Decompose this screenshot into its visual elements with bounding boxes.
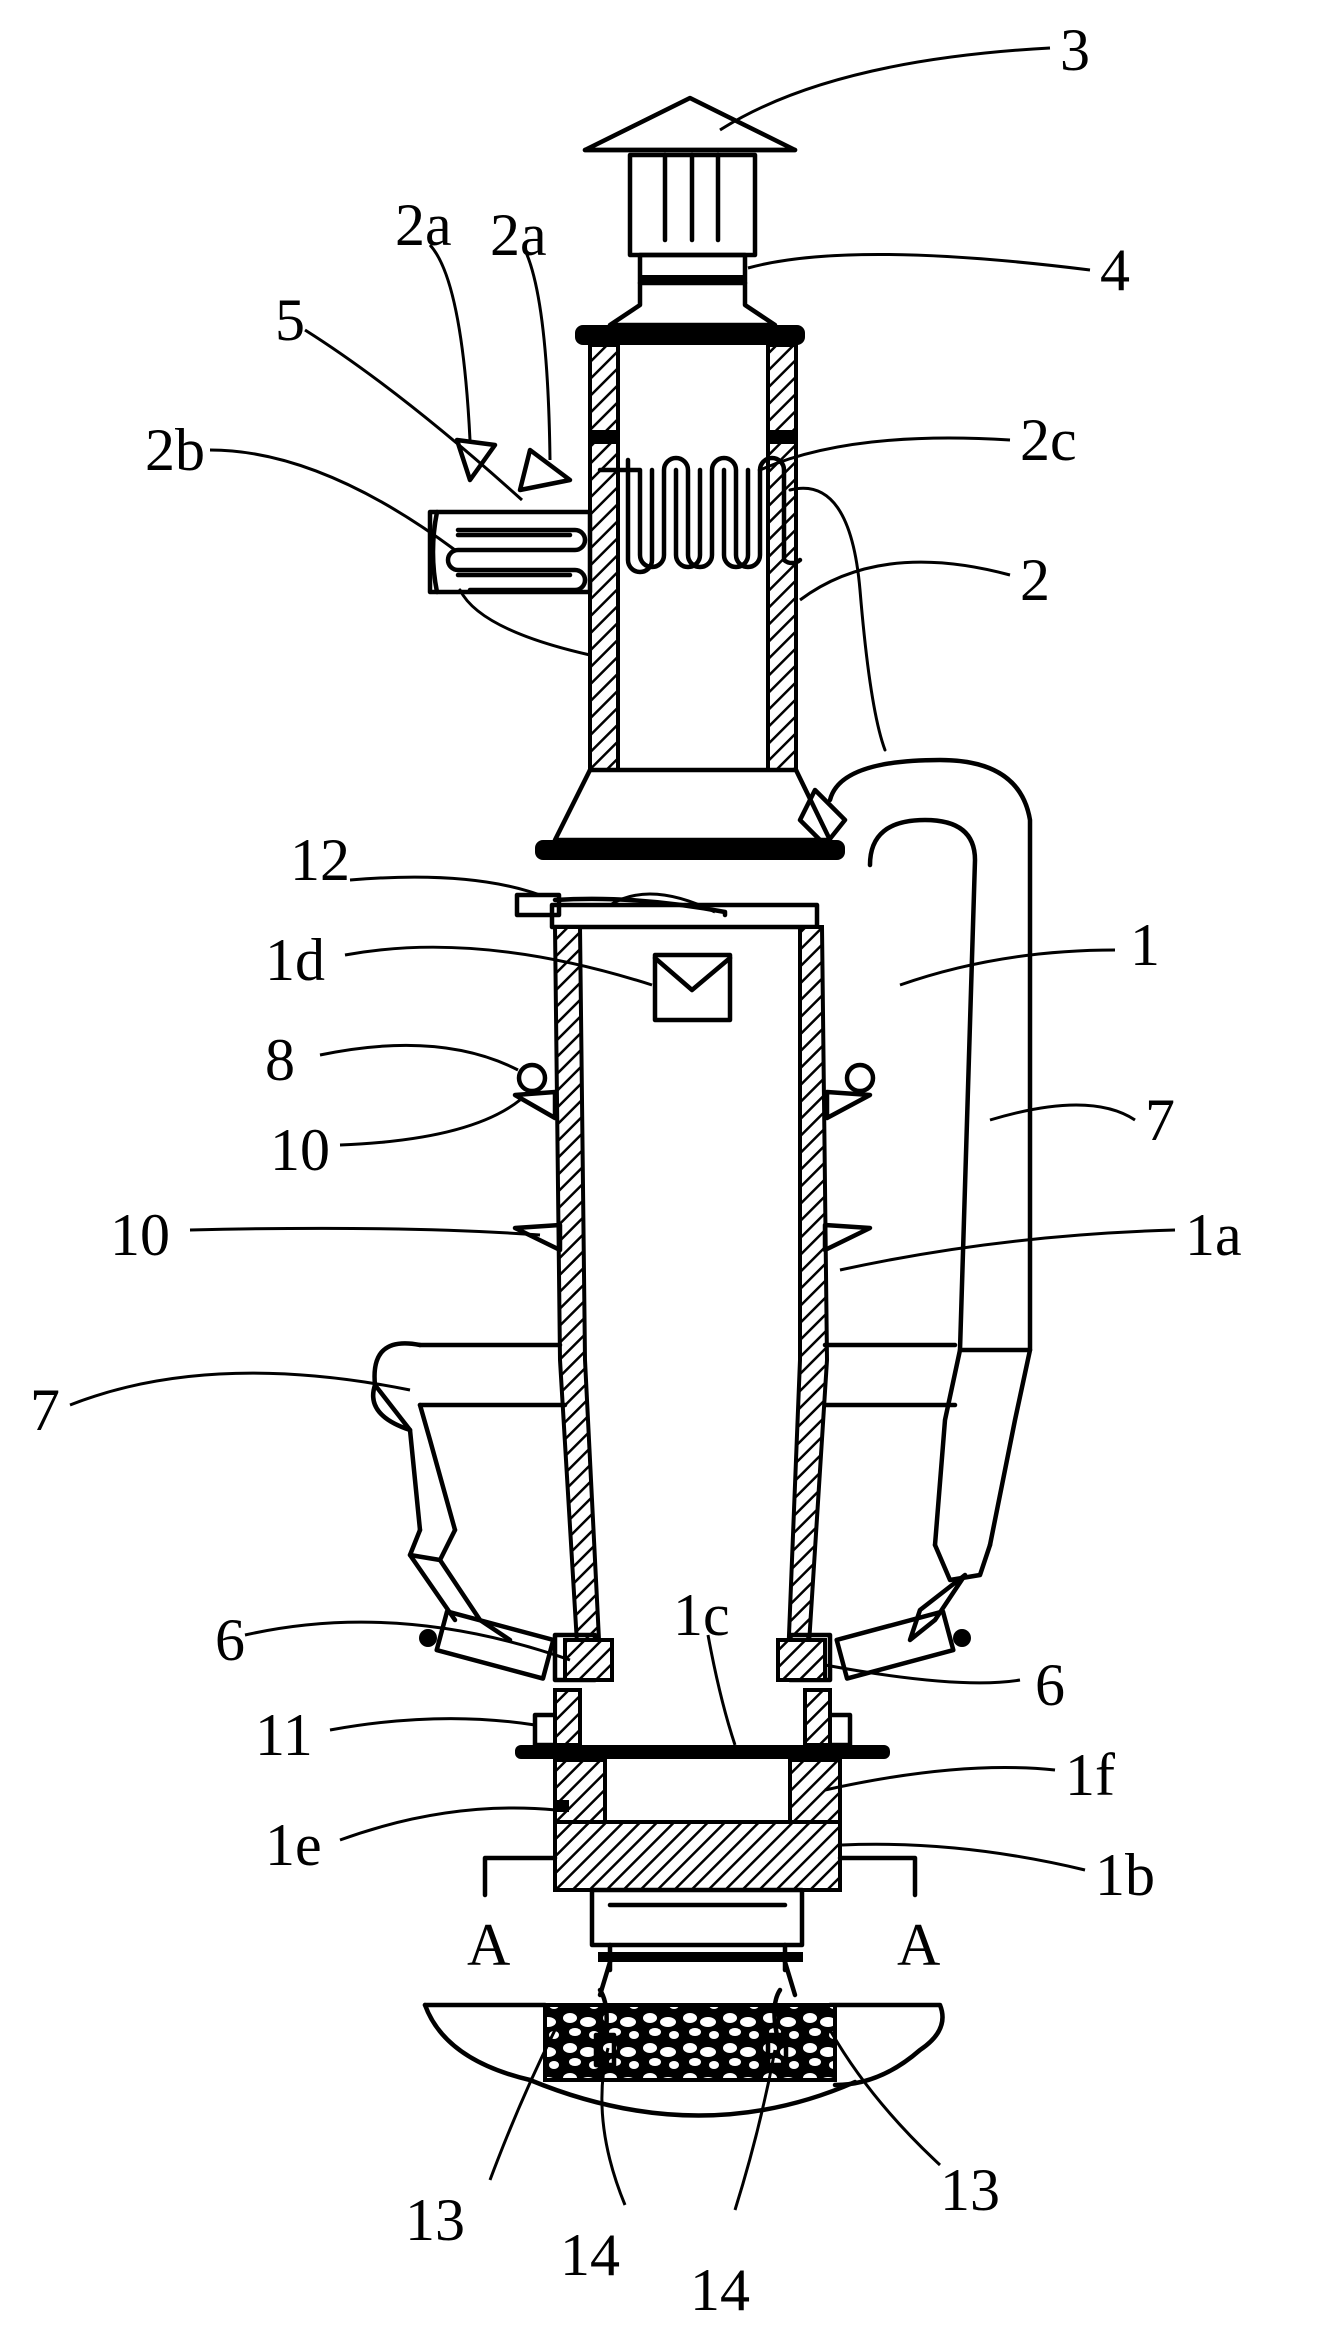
label-4: 4: [1100, 237, 1130, 303]
valve-2a-right: [517, 447, 573, 493]
label-8: 8: [265, 1027, 295, 1093]
label-10-lower: 10: [110, 1202, 170, 1268]
label-A-right: A: [897, 1912, 940, 1978]
label-14-left: 14: [560, 2222, 620, 2288]
label-2a-right: 2a: [490, 202, 547, 268]
base-assembly: [482, 1688, 918, 1998]
label-7-right: 7: [1145, 1087, 1175, 1153]
label-2c: 2c: [1020, 407, 1077, 473]
label-7-left: 7: [30, 1377, 60, 1443]
label-2: 2: [1020, 547, 1050, 613]
nozzle-left: [563, 1638, 614, 1682]
label-5: 5: [275, 287, 305, 353]
coil-2c: [597, 455, 803, 575]
label-3: 3: [1060, 17, 1090, 83]
furnace-body: [417, 892, 958, 1662]
label-14-right: 14: [690, 2257, 750, 2323]
label-1a: 1a: [1185, 1202, 1242, 1268]
label-10-upper: 10: [270, 1117, 330, 1183]
label-13-left: 13: [405, 2187, 465, 2253]
label-1d: 1d: [265, 927, 325, 993]
chimney-neck: [607, 252, 778, 328]
label-12: 12: [290, 827, 350, 893]
label-11: 11: [255, 1702, 313, 1768]
label-A-left: A: [467, 1912, 510, 1978]
label-6-left: 6: [215, 1607, 245, 1673]
label-1b: 1b: [1095, 1842, 1155, 1908]
label-13-right: 13: [940, 2157, 1000, 2223]
air-pipe-right: [787, 757, 1033, 1683]
side-coil-box-2b: [427, 509, 593, 657]
label-2a-left: 2a: [395, 192, 452, 258]
cable: [788, 486, 887, 752]
valve-2a-left: [454, 437, 498, 483]
label-2b: 2b: [145, 417, 205, 483]
leader-lines: [69, 46, 1176, 2211]
chimney-cap: [582, 95, 798, 258]
reference-labels: 3 4 2a 2a 5 2b 2c 2 12 1 1d 8 7 10 10 1a…: [30, 17, 1242, 2323]
upper-heat-exchange-tower: [535, 325, 845, 860]
nozzle-right: [776, 1638, 827, 1682]
ground-foundation: [422, 1987, 945, 2118]
label-1f: 1f: [1065, 1742, 1115, 1808]
label-1e: 1e: [265, 1812, 322, 1878]
label-1c: 1c: [673, 1582, 730, 1648]
label-1: 1: [1130, 912, 1160, 978]
label-6-right: 6: [1035, 1652, 1065, 1718]
